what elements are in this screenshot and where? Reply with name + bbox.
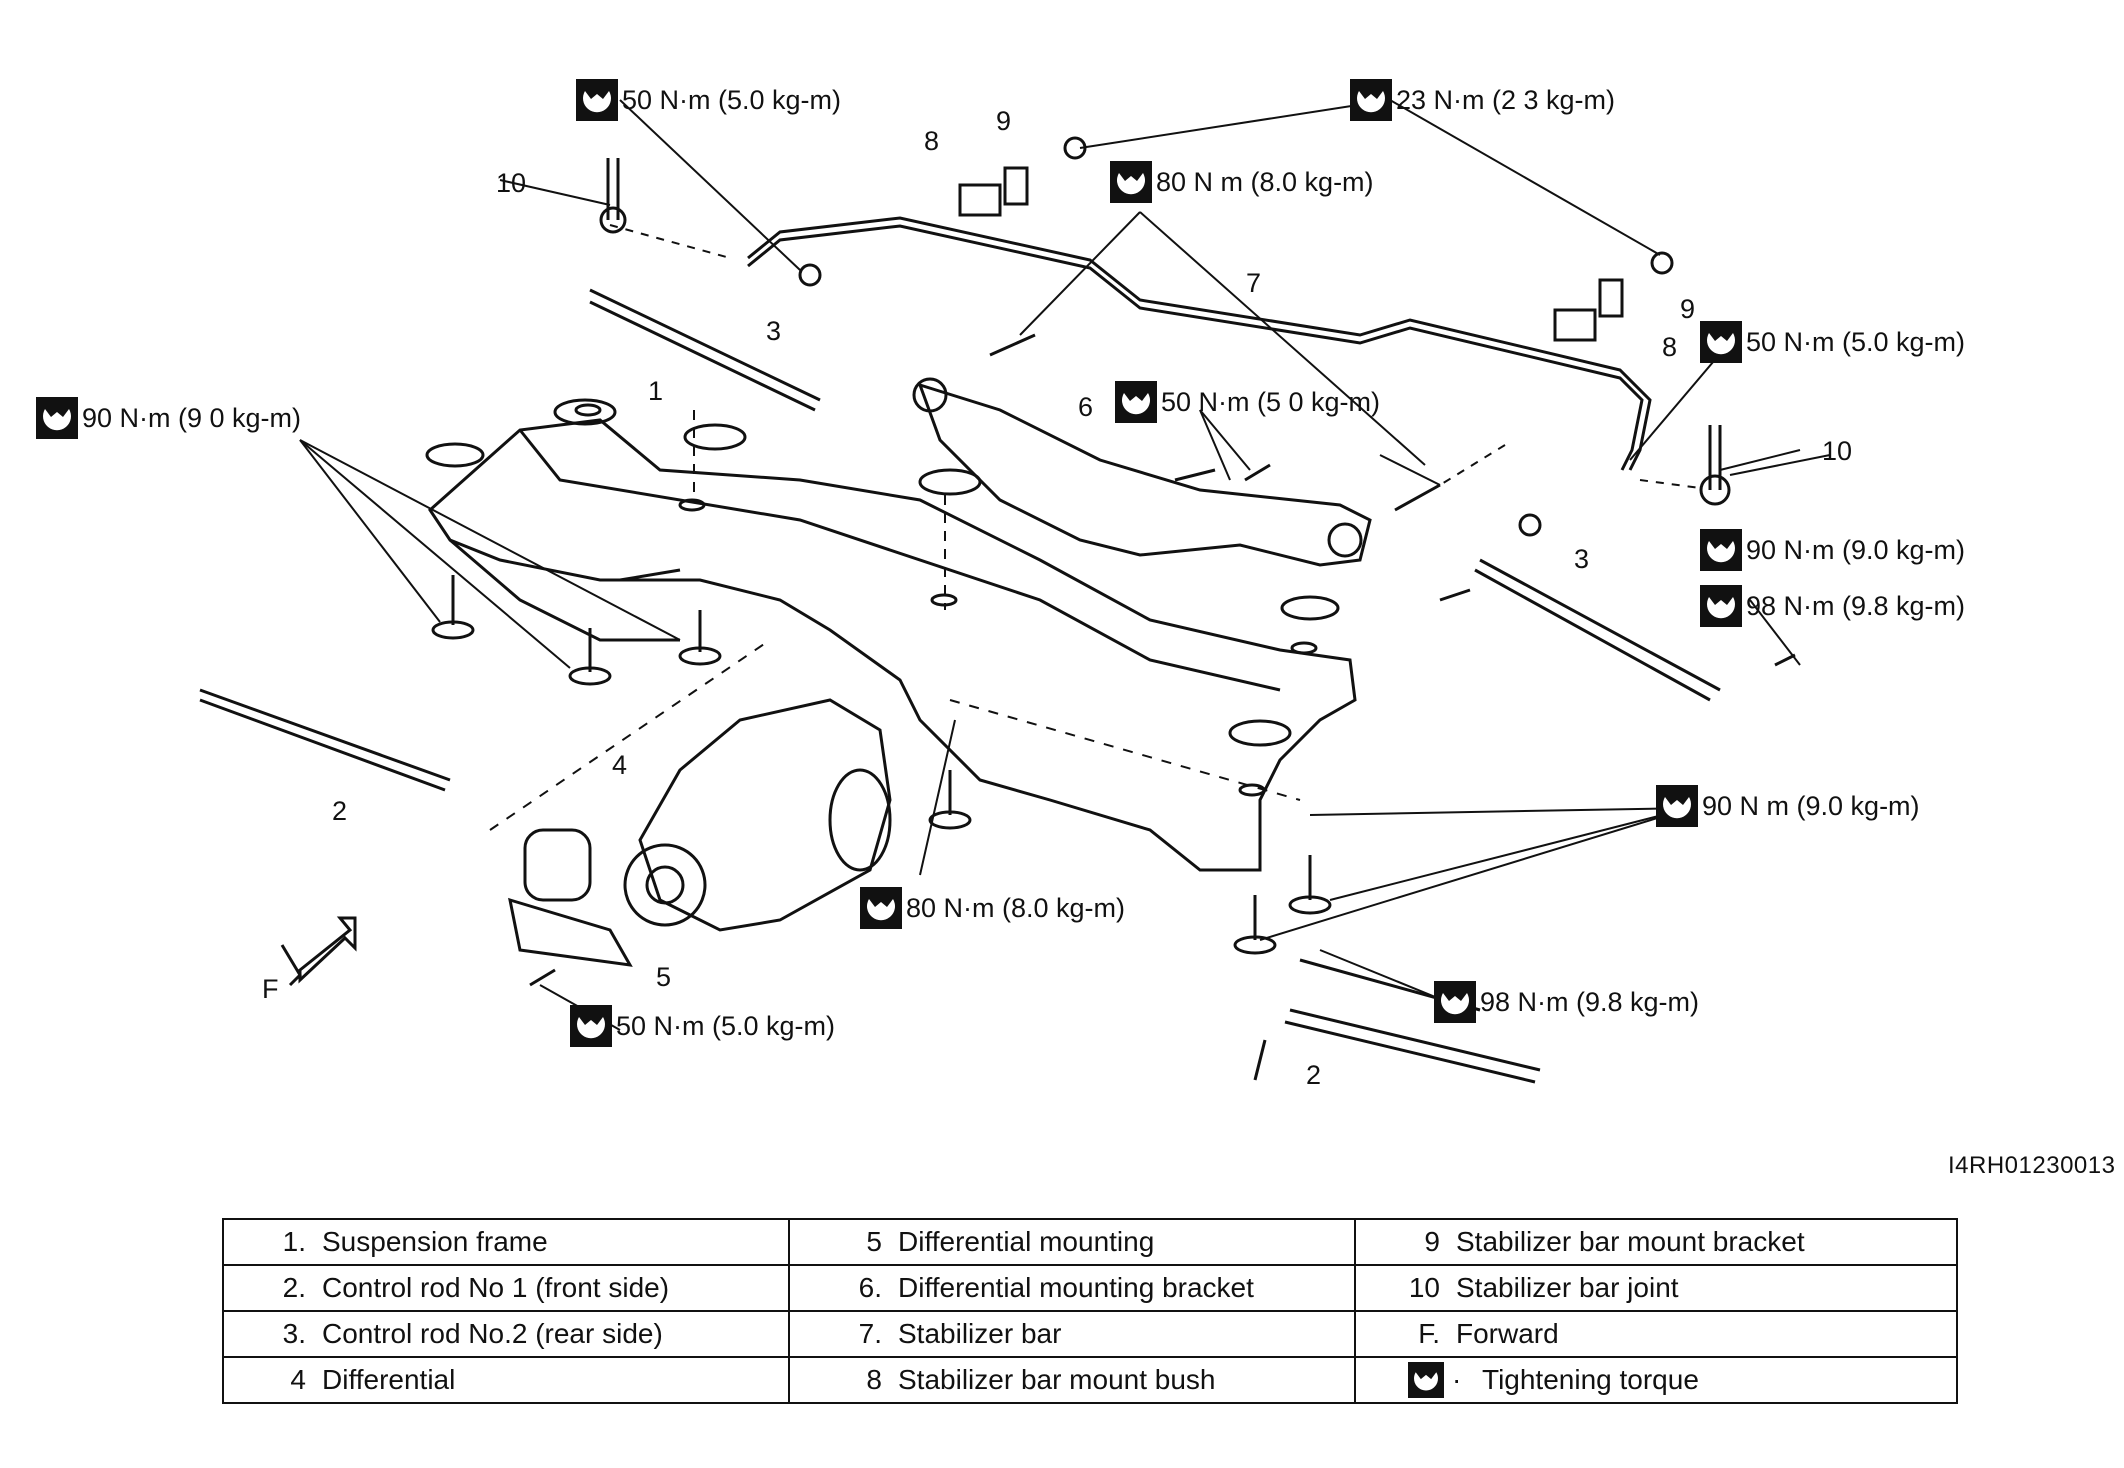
torque-label: 50 N·m (5 0 kg-m): [1115, 380, 1380, 424]
torque-wrench-icon: [1434, 981, 1476, 1023]
callout-number: 7: [1246, 268, 1262, 298]
callout-number: 10: [1822, 436, 1853, 466]
legend-number: ·: [1452, 1364, 1462, 1395]
legend-number: F.: [1418, 1318, 1440, 1349]
legend-number: 2.: [282, 1272, 306, 1303]
forward-arrow: [280, 916, 357, 987]
legend-text: Control rod No.2 (rear side): [322, 1318, 663, 1349]
torque-wrench-icon: [1656, 785, 1698, 827]
legend-text: Stabilizer bar joint: [1456, 1272, 1679, 1303]
torque-label: 98 N·m (9.8 kg-m): [1700, 584, 1965, 628]
torque-label: 50 N·m (5.0 kg-m): [1700, 320, 1965, 364]
torque-wrench-icon: [576, 79, 618, 121]
torque-label: 98 N·m (9.8 kg-m): [1434, 980, 1699, 1024]
differential-mounting-bracket: [912, 377, 1372, 567]
torque-label: 50 N·m (5.0 kg-m): [576, 78, 841, 122]
legend-text: Stabilizer bar mount bush: [898, 1364, 1216, 1395]
torque-label: 90 N·m (9.0 kg-m): [1700, 528, 1965, 572]
stabilizer-bar: [747, 216, 1652, 471]
torque-wrench-icon: [570, 1005, 612, 1047]
legend-text: Tightening torque: [1482, 1364, 1699, 1395]
legend-number: 8: [866, 1364, 882, 1395]
callout-number: 9: [996, 106, 1012, 136]
bolts: [431, 333, 1796, 1081]
leader-lines: [299, 99, 1831, 1031]
callout-number: 6: [1078, 392, 1094, 422]
callout-number: 3: [766, 316, 782, 346]
legend-number: 3.: [282, 1318, 306, 1349]
legend-text: Suspension frame: [322, 1226, 548, 1257]
legend-number: 5: [866, 1226, 882, 1257]
differential: [508, 698, 892, 967]
stabilizer-mounts: [599, 136, 1731, 537]
legend-number: 7.: [858, 1318, 882, 1349]
callout-number: 2: [1306, 1060, 1322, 1090]
callout-number: 8: [924, 126, 940, 156]
callout-number: 8: [1662, 332, 1678, 362]
torque-wrench-icon: [1115, 381, 1157, 423]
callout-number: 5: [656, 962, 672, 992]
drawing-code: I4RH01230013: [1948, 1152, 2116, 1179]
table-row: 3. Control rod No.2 (rear side) 7. Stabili…: [222, 1310, 1958, 1358]
exploded-parts-diagram: [199, 99, 1831, 1084]
callout-number: 9: [1680, 294, 1696, 324]
callout-number: 10: [496, 168, 527, 198]
control-rods: [199, 288, 1721, 1084]
legend-number: 9: [1424, 1226, 1440, 1257]
callout-number: F: [262, 974, 279, 1004]
torque-wrench-icon: [860, 887, 902, 929]
table-row: 2. Control rod No 1 (front side) 6. Differ…: [222, 1264, 1958, 1312]
legend-text: Stabilizer bar mount bracket: [1456, 1226, 1805, 1257]
torque-label: 23 N·m (2 3 kg-m): [1350, 78, 1615, 122]
torque-wrench-icon: [1408, 1362, 1444, 1398]
torque-label: 90 N m (9.0 kg-m): [1656, 784, 1920, 828]
torque-label: 90 N·m (9 0 kg-m): [36, 396, 301, 440]
legend-text: Differential mounting bracket: [898, 1272, 1254, 1303]
legend-text: Forward: [1456, 1318, 1559, 1349]
torque-wrench-icon: [1700, 585, 1742, 627]
table-row: 1. Suspension frame 5 Differential mountin…: [222, 1218, 1958, 1266]
callout-number: 3: [1574, 544, 1590, 574]
legend-text: Differential: [322, 1364, 456, 1395]
callout-number: 1: [648, 376, 664, 406]
table-row: 4 Differential 8 Stabilizer bar mount bush…: [222, 1356, 1958, 1404]
suspension-frame: [425, 398, 1357, 872]
callout-number: 4: [612, 750, 628, 780]
legend-number: 1.: [282, 1226, 306, 1257]
torque-wrench-icon: [36, 397, 78, 439]
torque-wrench-icon: [1110, 161, 1152, 203]
legend-text: Stabilizer bar: [898, 1318, 1062, 1349]
legend-number: 6.: [858, 1272, 882, 1303]
torque-wrench-icon: [1700, 529, 1742, 571]
legend-text: Control rod No 1 (front side): [322, 1272, 670, 1303]
torque-wrench-icon: [1350, 79, 1392, 121]
legend-text: Differential mounting: [898, 1226, 1155, 1257]
callout-number: 2: [332, 796, 348, 826]
legend-number: 10: [1408, 1272, 1440, 1303]
torque-wrench-icon: [1700, 321, 1742, 363]
torque-label: 50 N·m (5.0 kg-m): [570, 1004, 835, 1048]
torque-label: 80 N m (8.0 kg-m): [1110, 160, 1374, 204]
legend-number: 4: [290, 1364, 306, 1395]
torque-label: 80 N·m (8.0 kg-m): [860, 886, 1125, 930]
